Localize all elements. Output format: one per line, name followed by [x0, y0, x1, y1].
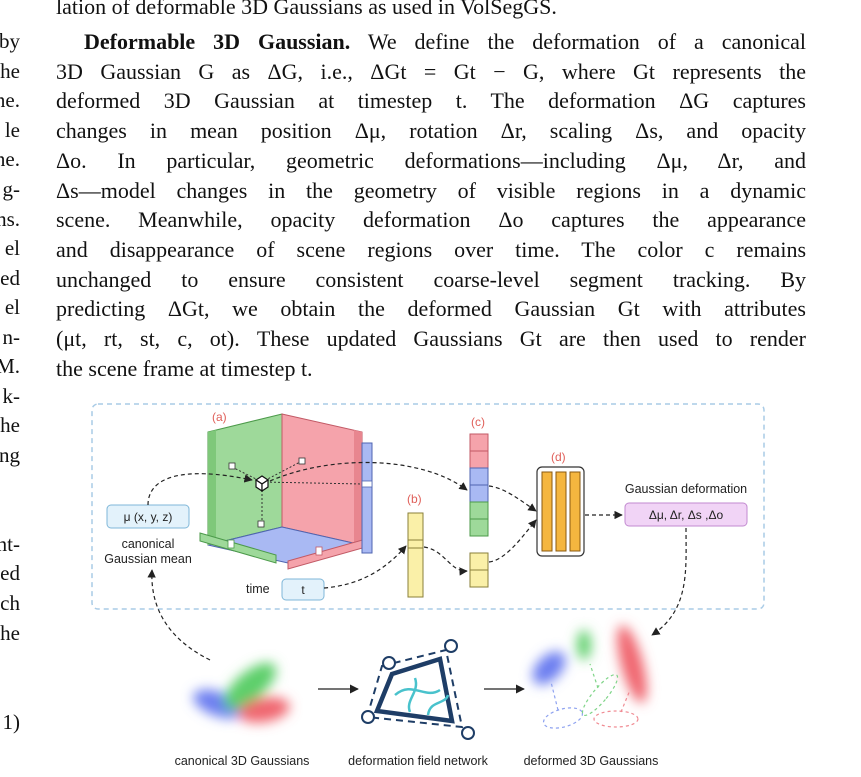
edge-fragment: ed — [0, 561, 20, 585]
mean-caption-line2: Gaussian mean — [104, 552, 192, 566]
edge-fragment: nt- — [0, 532, 20, 556]
side-blue-bar — [361, 442, 373, 554]
text-line: deformed 3D Gaussian at timestep t. The … — [56, 88, 806, 114]
green-slab-front — [208, 430, 216, 545]
edge-fragment: g- — [2, 177, 21, 201]
text-line: predicting ΔGt, we obtain the deformed G… — [56, 296, 806, 322]
time-box — [281, 578, 325, 601]
label-d: (d) — [551, 450, 566, 464]
edge-fragment: ne. — [0, 88, 20, 112]
top-line: lation of deformable 3D Gaussians as use… — [56, 0, 806, 22]
edge-fragment: he — [0, 621, 20, 645]
text-line: Δo. In particular, geometric deformation… — [56, 147, 806, 173]
text-line: Deformable 3D Gaussian. We define the de… — [56, 27, 806, 57]
red-slab-front — [354, 430, 362, 545]
edge-fragment: ng — [0, 443, 20, 467]
text-line: lation of deformable 3D Gaussians as use… — [56, 0, 557, 19]
time-box-label: t — [301, 583, 305, 597]
edge-fragment: k- — [2, 384, 21, 408]
edge-fragment: ed — [0, 266, 20, 290]
dashed-arrows — [147, 461, 687, 661]
caption-canonical: canonical 3D Gaussians — [175, 754, 310, 768]
deformation-box — [624, 502, 748, 527]
time-label: time — [246, 582, 270, 596]
encoded-feature-column — [469, 433, 489, 588]
text-line: the scene frame at timestep t. — [56, 355, 313, 381]
edge-fragment: ch — [0, 591, 20, 615]
mlp-decoder — [536, 466, 585, 557]
edge-fragment: he — [0, 413, 20, 437]
edge-fragment: he — [0, 59, 20, 83]
label-c: (c) — [471, 415, 485, 429]
deformation-box-label: Δμ, Δr, Δs ,Δo — [649, 508, 724, 522]
bottom-green-bar — [199, 532, 277, 564]
red-plane — [281, 413, 363, 546]
caption-deformed: deformed 3D Gaussians — [524, 754, 659, 768]
edge-fragment: le — [4, 118, 20, 142]
edge-fragment: 1) — [2, 710, 21, 734]
caption-network: deformation field network — [348, 754, 488, 768]
mean-box-label: μ (x, y, z) — [124, 510, 173, 524]
edge-fragment: n- — [2, 325, 21, 349]
text-line: unchanged to ensure consistent coarse-le… — [56, 266, 806, 292]
edge-fragment: ne. — [0, 147, 20, 171]
edge-fragment: el — [4, 236, 20, 260]
figure-frame — [91, 403, 765, 610]
text-line: changes in mean position Δμ, rotation Δr… — [56, 118, 806, 144]
edge-fragment: by — [0, 29, 20, 53]
edge-fragment: M. — [0, 354, 20, 378]
text-line: and disappearance of scene regions over … — [56, 236, 806, 262]
canonical-gaussians — [193, 662, 290, 723]
label-b: (b) — [407, 492, 422, 506]
edge-fragment: ns. — [0, 207, 20, 231]
time-feature-bar — [407, 512, 424, 598]
sample-point-cube — [254, 475, 270, 493]
left-column-fragments: by he ne. le ne. g- ns. el ed el n- M. k… — [0, 0, 20, 777]
deformation-title: Gaussian deformation — [625, 482, 747, 496]
label-a: (a) — [212, 410, 227, 424]
deformed-gaussians — [532, 625, 647, 729]
text-fragment: We define the deformation of a canonical — [350, 29, 806, 54]
green-plane — [207, 413, 283, 546]
text-line: Δs—model changes in the geometry of visi… — [56, 177, 806, 203]
text-line: scene. Meanwhile, opacity deformation Δo… — [56, 207, 806, 233]
section-heading: Deformable 3D Gaussian. — [84, 29, 351, 54]
text-line: 3D Gaussian G as ΔG, i.e., ΔGt = Gt − G,… — [56, 58, 806, 84]
deformation-network-icon — [361, 639, 475, 740]
section-paragraph: Deformable 3D Gaussian. We define the de… — [56, 27, 806, 383]
edge-fragment: el — [4, 295, 20, 319]
text-line: (μt, rt, st, c, ot). These updated Gauss… — [56, 326, 806, 352]
mean-caption-line1: canonical — [122, 537, 175, 551]
volume-diagram — [199, 413, 373, 570]
